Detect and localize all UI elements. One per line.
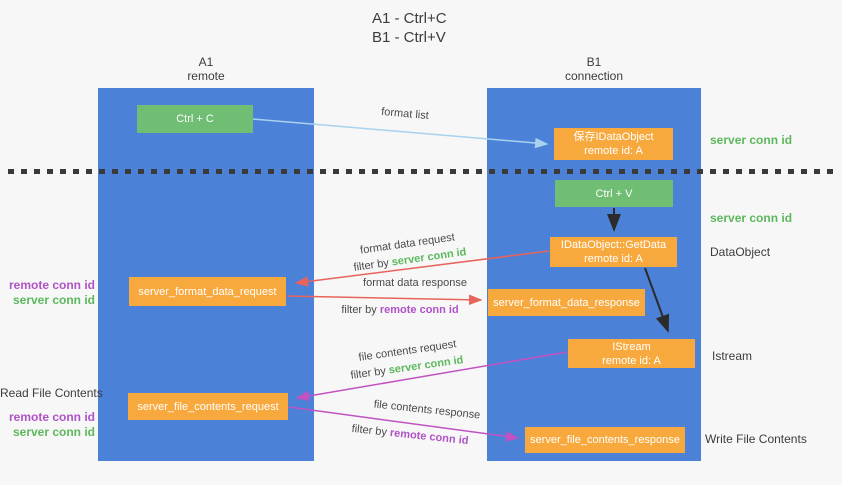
arrow-getdata-to-istream — [644, 267, 670, 333]
node-server-file-contents-request: server_file_contents_request — [128, 393, 288, 420]
node-server-file-contents-response: server_file_contents_response — [525, 427, 685, 453]
lane-a1-name: A1 — [198, 55, 214, 69]
edge-label-format-data-response: format data response — [363, 277, 467, 289]
title-line-1: A1 - Ctrl+C — [372, 10, 447, 27]
node-format-response-label: server_format_data_response — [493, 296, 640, 309]
diagram-title: A1 - Ctrl+C B1 - Ctrl+V — [372, 9, 447, 47]
lane-header-b1: B1 connection — [487, 55, 701, 83]
node-getdata-line2: remote id: A — [584, 253, 643, 265]
node-save-dataobject-line1: 保存IDataObject — [573, 131, 654, 143]
lane-b1-role: connection — [564, 69, 624, 83]
left-server-conn-id-2: server conn id — [12, 425, 95, 439]
filter-by-text: filter by — [341, 304, 377, 316]
dataobject-label: DataObject — [710, 245, 771, 259]
right-server-conn-id-2: server conn id — [710, 211, 793, 225]
node-save-dataobject-line2: remote id: A — [584, 145, 643, 157]
node-file-response-label: server_file_contents_response — [530, 434, 680, 446]
right-server-conn-id-1: server conn id — [710, 133, 793, 147]
node-getdata-line1: IDataObject::GetData — [560, 239, 667, 251]
lane-b1-name: B1 — [586, 55, 602, 69]
left-conn-id-group-1: remote conn id server conn id — [0, 278, 95, 308]
node-ctrl-c: Ctrl + C — [137, 105, 253, 133]
node-idataobject-getdata: IDataObject::GetData remote id: A — [550, 237, 677, 267]
node-istream: IStream remote id: A — [568, 339, 695, 368]
left-conn-id-group-2: remote conn id server conn id — [0, 410, 95, 440]
left-remote-conn-id-2: remote conn id — [8, 410, 95, 424]
node-ctrl-v: Ctrl + V — [555, 180, 673, 207]
node-save-dataobject: 保存IDataObject remote id: A — [554, 128, 673, 160]
lane-a1-role: remote — [187, 69, 225, 83]
node-ctrl-c-label: Ctrl + C — [176, 113, 214, 125]
node-istream-line1: IStream — [612, 340, 651, 353]
left-server-conn-id-1: server conn id — [12, 293, 95, 307]
node-ctrl-v-label: Ctrl + V — [595, 187, 633, 200]
write-file-contents-label: Write File Contents — [705, 432, 807, 446]
arrow-format-list — [252, 118, 549, 149]
left-remote-conn-id-1: remote conn id — [8, 278, 95, 292]
node-istream-line2: remote id: A — [602, 354, 661, 367]
filter-remote-conn-id: remote conn id — [379, 304, 459, 316]
lane-header-a1: A1 remote — [98, 55, 314, 83]
arrow-format-data-request — [294, 250, 550, 287]
arrow-file-contents-response — [288, 406, 520, 442]
edge-label-filter-format-response: filter by remote conn id — [335, 304, 465, 316]
istream-label: Istream — [712, 349, 753, 363]
node-server-format-data-request: server_format_data_request — [129, 277, 286, 306]
arrow-file-contents-request — [295, 351, 568, 402]
node-server-format-data-response: server_format_data_response — [488, 289, 645, 316]
title-line-2: B1 - Ctrl+V — [372, 29, 446, 46]
node-format-request-label: server_format_data_request — [138, 285, 277, 298]
read-file-contents-label: Read File Contents — [0, 386, 103, 400]
arrow-format-data-response — [286, 294, 483, 306]
node-file-request-label: server_file_contents_request — [137, 400, 279, 413]
